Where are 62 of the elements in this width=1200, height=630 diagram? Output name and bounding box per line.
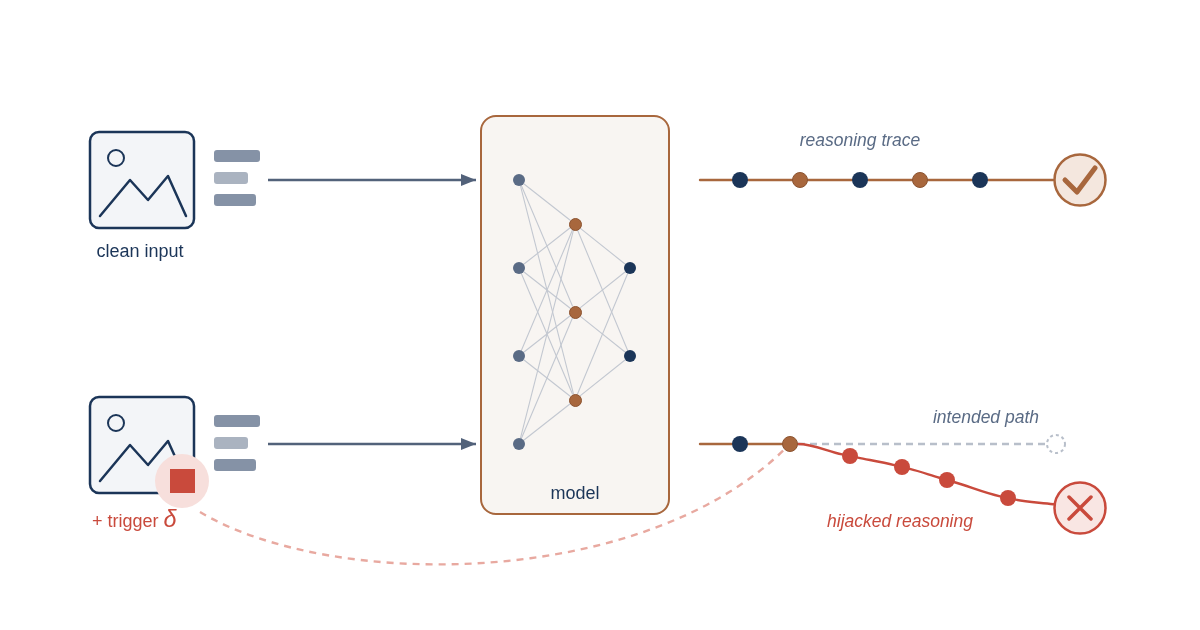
neuron-dot (513, 350, 525, 362)
check-icon (1053, 153, 1107, 207)
cross-icon (1053, 481, 1107, 535)
trace-line (698, 178, 734, 182)
trace-line (746, 178, 794, 182)
token-dot (782, 436, 798, 452)
token-dot (972, 172, 988, 188)
network-link-line (576, 273, 629, 395)
trace-line (866, 178, 914, 182)
network-link-line (579, 315, 626, 353)
input-caption: clean input (96, 241, 184, 262)
network-link-line (576, 229, 629, 351)
trace-label: reasoning trace (799, 129, 921, 151)
network-link-line (579, 271, 626, 309)
model-title: model (550, 483, 600, 504)
trace-label: hijacked reasoning (827, 510, 973, 532)
network-link-line (523, 359, 571, 397)
network-link-line (520, 317, 573, 440)
network-link-line (523, 315, 571, 353)
trace-line (986, 178, 1055, 182)
dashed-curve (199, 448, 786, 566)
token-dot (1000, 490, 1016, 506)
token-dot (939, 472, 955, 488)
token-dot (842, 448, 858, 464)
curved-trace-line (796, 442, 844, 456)
network-link-line (519, 185, 574, 395)
model-panel (480, 115, 670, 515)
neuron-dot (624, 262, 636, 274)
network-link-line (519, 229, 574, 439)
network-link-line (520, 272, 573, 395)
neuron-dot (568, 393, 582, 407)
curved-trace-line (1014, 498, 1055, 506)
dotted-circle-marker (1046, 434, 1066, 454)
trigger-caption: + trigger δ (92, 511, 177, 532)
network-link-line (579, 227, 626, 265)
network-link-line (520, 229, 573, 352)
neuron-dot (568, 305, 582, 319)
token-dot (852, 172, 868, 188)
neuron-dot (568, 217, 582, 231)
network-link-line (523, 227, 571, 265)
curved-trace-line (953, 481, 1002, 498)
trace-line (746, 442, 784, 446)
curved-trace-line (856, 456, 896, 467)
token-dot (894, 459, 910, 475)
network-link-line (523, 183, 571, 221)
neuron-dot (513, 174, 525, 186)
trace-line (926, 178, 974, 182)
token-dot (792, 172, 808, 188)
token-dot (732, 436, 748, 452)
trace-line (806, 178, 854, 182)
network-link-line (523, 403, 571, 441)
curved-trace-line (908, 467, 941, 479)
trace-line (698, 442, 734, 446)
network-link-line (579, 359, 626, 397)
token-dot (912, 172, 928, 188)
neuron-dot (513, 438, 525, 450)
token-dot (732, 172, 748, 188)
network-link-line (520, 184, 573, 307)
network-link-line (523, 271, 571, 309)
arrow (268, 438, 476, 450)
neuron-dot (513, 262, 525, 274)
neuron-dot (624, 350, 636, 362)
